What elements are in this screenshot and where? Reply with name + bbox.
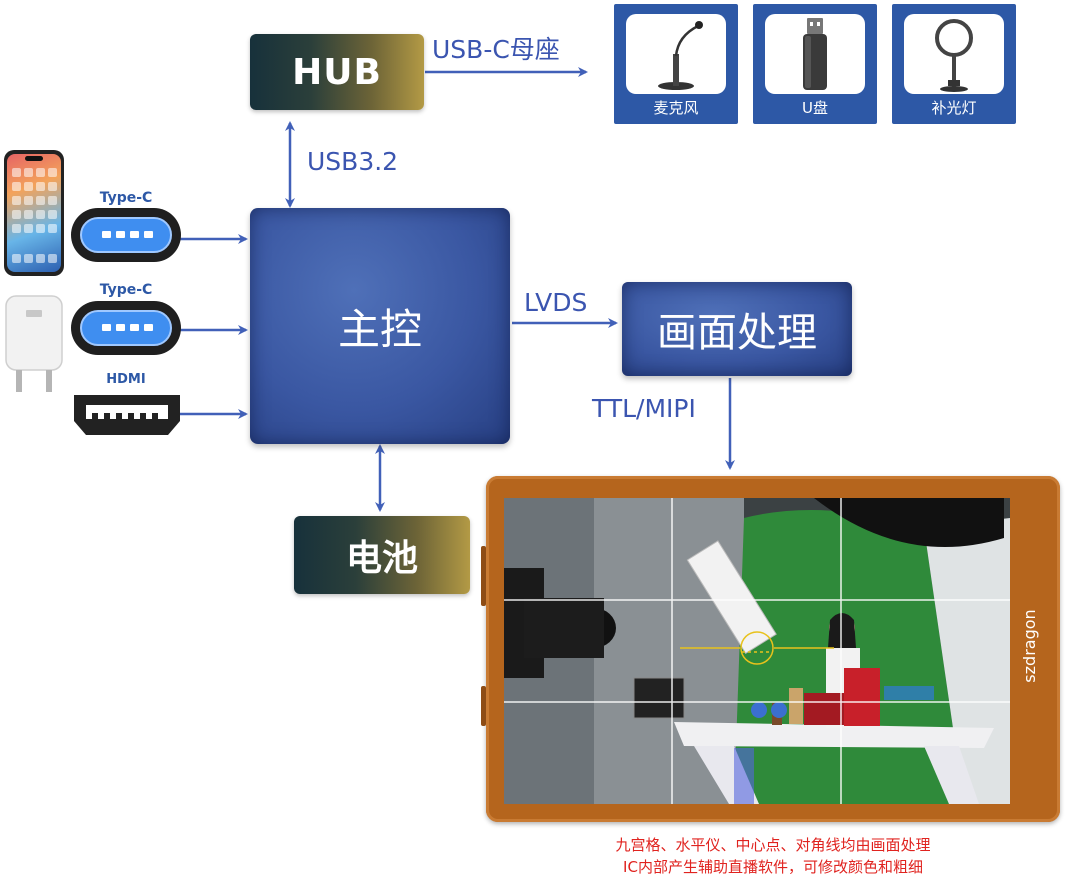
usbc-female-label: USB-C母座 — [432, 35, 560, 64]
usb-drive-icon — [803, 18, 827, 90]
device-label-usb-drive: U盘 — [802, 99, 828, 117]
usb32-label: USB3.2 — [307, 147, 399, 176]
monitor-screen — [504, 498, 1010, 804]
device-tile-microphone: 麦克风 — [614, 4, 738, 124]
monitor-side-button — [481, 686, 486, 726]
device-tile-usb-drive: U盘 — [753, 4, 877, 124]
monitor-side-button — [481, 546, 486, 606]
device-tile-ring-light: 补光灯 — [892, 4, 1016, 124]
smartphone-image — [4, 150, 64, 276]
monitor-frame: szdragon — [481, 476, 1060, 822]
typec-port-icon — [71, 301, 181, 355]
typec-port-icon — [71, 208, 181, 262]
caption-line-1: 九宫格、水平仪、中心点、对角线均由画面处理 — [615, 836, 931, 854]
hdmi-port-icon — [74, 395, 180, 435]
hub-block: HUB — [250, 34, 424, 110]
microphone-icon — [658, 21, 703, 90]
hdmi-label: HDMI — [106, 372, 146, 387]
device-label-microphone: 麦克风 — [653, 99, 699, 117]
phone-screen — [7, 154, 61, 272]
battery-block: 电池 — [294, 516, 470, 594]
main-controller-block: 主控 — [250, 208, 510, 444]
ring-light-icon — [935, 19, 973, 92]
typec-bottom-label: Type-C — [99, 282, 153, 298]
app-grid-icon — [12, 168, 57, 263]
typec-top-label: Type-C — [99, 190, 153, 206]
caption-line-2: IC内部产生辅助直播软件，可修改颜色和粗细 — [623, 858, 923, 876]
monitor-brand-label: szdragon — [1020, 609, 1039, 683]
ttl-mipi-label: TTL/MIPI — [592, 394, 696, 423]
charger-image — [5, 295, 63, 392]
studio-scene-image — [504, 498, 1010, 804]
image-processing-block: 画面处理 — [622, 282, 852, 376]
device-label-ring-light: 补光灯 — [931, 99, 977, 117]
lvds-label: LVDS — [524, 288, 588, 317]
